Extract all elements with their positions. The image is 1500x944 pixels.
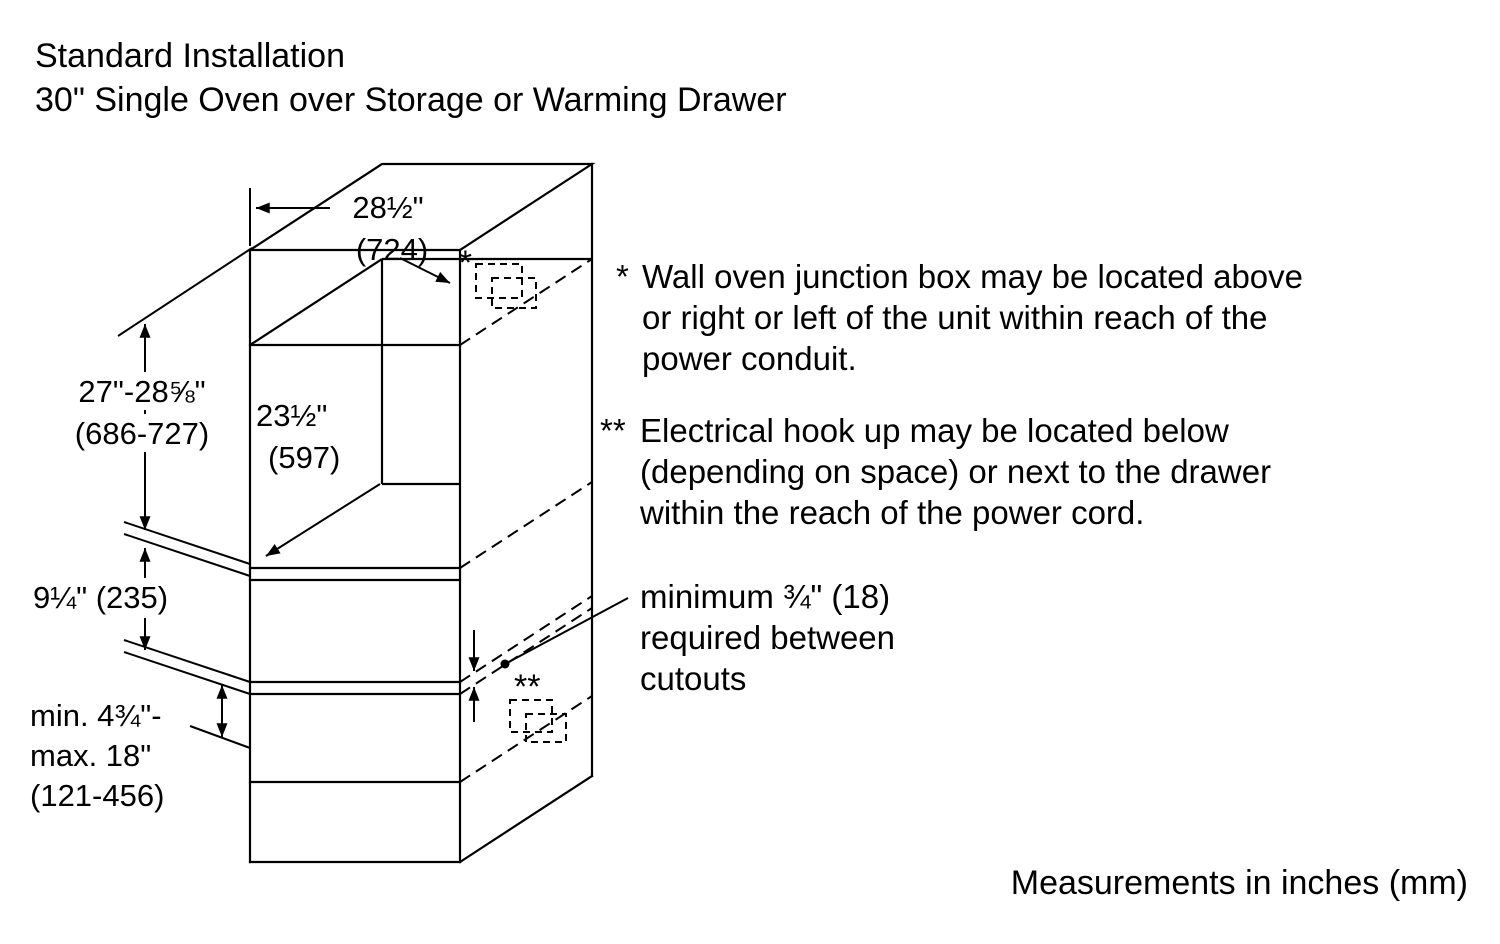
electrical-box-marker: ** [514,668,540,706]
dim-depth-arrow [265,483,381,557]
note-junction-line-2: or right or left of the unit within reac… [642,299,1268,336]
dim-width-mm: (724) [356,232,428,267]
note-electrical-line-3: within the reach of the power cord. [640,494,1145,531]
junction-box-dashed [475,263,537,309]
dim-depth-value: 23½" [256,398,327,433]
dim-oven-height-mm: (686-727) [75,416,209,451]
note-junction-line-3: power conduit. [642,340,857,377]
extension-lines [117,188,253,749]
note-gap-line-3: cutouts [640,660,747,697]
dim-width-value: 28½" [352,190,423,225]
double-asterisk-marker: ** [600,412,626,449]
junction-box-marker: * [459,244,472,282]
note-gap-line-1: minimum ¾" (18) [640,578,891,615]
dim-base-min: min. 4¾"- [30,698,162,733]
cabinet-outline [246,162,596,864]
asterisk-marker: * [616,258,629,295]
dimension-labels: 28½" (724) 27"-28⅝" (686-727) 23½" (597)… [30,190,540,813]
cabinet-interior-edges [249,257,592,486]
page-title: Standard Installation 30" Single Oven ov… [35,34,787,122]
dim-width-right-arrow [399,257,451,284]
note-electrical-hookup: ** Electrical hook up may be located bel… [600,410,1271,533]
title-line-2: 30" Single Oven over Storage or Warming … [35,81,787,119]
dim-drawer-height-value: 9¼" (235) [33,580,168,615]
gap-leader-line [504,597,629,665]
dimension-lines [139,202,629,737]
dim-oven-height-value: 27"-28⅝" [78,374,205,409]
note-junction-box: * Wall oven junction box may be located … [616,256,1303,379]
dim-depth-mm: (597) [268,440,340,475]
units-note: Measurements in inches (mm) [1010,864,1468,902]
label-backings [26,372,236,618]
note-electrical-line-1: Electrical hook up may be located below [640,412,1229,449]
note-electrical-line-2: (depending on space) or next to the draw… [640,453,1272,490]
note-junction-line-1: Wall oven junction box may be located ab… [642,258,1303,295]
note-gap-line-2: required between [640,619,896,656]
gap-leader-dot [500,659,510,669]
note-cutout-gap: minimum ¾" (18) required between cutouts [640,576,895,699]
dim-base-mm: (121-456) [30,778,164,813]
dim-base-max: max. 18" [30,738,151,773]
electrical-box-dashed [509,699,567,743]
title-line-1: Standard Installation [35,37,345,75]
